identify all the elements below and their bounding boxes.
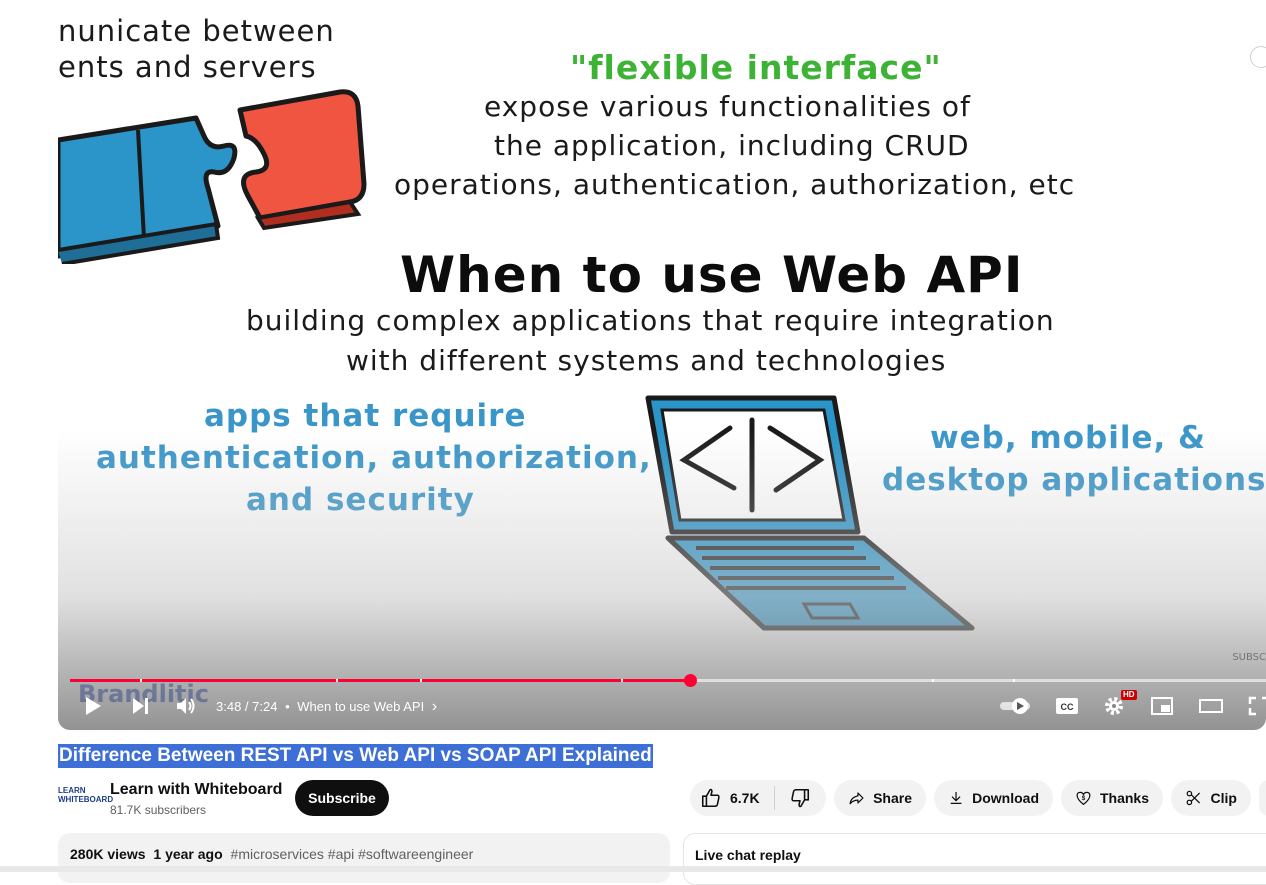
play-icon (86, 697, 101, 715)
channel-avatar[interactable]: LEARN WHITEBOARD (58, 786, 114, 808)
more-actions-button[interactable] (1259, 780, 1266, 816)
frame-blue-left-1: apps that require (204, 398, 527, 434)
video-player[interactable]: nunicate between ents and servers "flexi… (58, 0, 1266, 730)
video-title: Difference Between REST API vs Web API v… (58, 744, 653, 768)
like-divider (773, 786, 775, 810)
fullscreen-button[interactable] (1248, 693, 1266, 719)
view-count: 280K views (70, 846, 146, 862)
share-icon (849, 792, 864, 805)
progress-bar[interactable] (70, 674, 1266, 687)
thumbs-up-icon (701, 788, 720, 808)
settings-button[interactable] (1102, 693, 1126, 719)
frame-line-3: operations, authentication, authorizatio… (394, 168, 1076, 201)
live-chat-replay-label: Live chat replay (695, 847, 801, 863)
like-button[interactable]: 6.7K (700, 787, 760, 809)
chapter-separator: • (285, 699, 290, 714)
like-count: 6.7K (730, 790, 760, 806)
channel-logo-text-1: LEARN (58, 786, 86, 795)
download-button[interactable]: Download (934, 780, 1053, 816)
frame-when-line-1: building complex applications that requi… (246, 304, 1055, 337)
autoplay-toggle[interactable] (998, 693, 1034, 719)
subscriber-count: 81.7K subscribers (110, 803, 207, 817)
progress-bar-played (70, 679, 690, 682)
thanks-label: Thanks (1099, 790, 1149, 806)
theater-mode-icon (1199, 699, 1223, 713)
frame-green-heading: "flexible interface" (570, 48, 942, 87)
dislike-button[interactable] (789, 787, 811, 809)
frame-line-2: the application, including CRUD (494, 129, 970, 162)
chapter-marker (1013, 679, 1015, 682)
fullscreen-icon (1248, 696, 1266, 716)
gear-icon (1105, 697, 1123, 715)
description-meta: 280K views 1 year ago #microservices #ap… (70, 846, 473, 862)
clip-button[interactable]: Clip (1171, 780, 1251, 816)
chapter-marker (420, 679, 422, 682)
frame-when-line-2: with different systems and technologies (346, 344, 947, 377)
live-chat-replay-panel[interactable]: Live chat replay (683, 833, 1266, 885)
autoplay-toggle-icon (1000, 698, 1030, 714)
horizontal-scrollbar[interactable] (0, 866, 1266, 872)
channel-name[interactable]: Learn with Whiteboard (110, 781, 283, 798)
svg-text:CC: CC (1061, 702, 1074, 712)
share-button[interactable]: Share (834, 780, 926, 816)
chapter-title: When to use Web API (297, 699, 425, 714)
chapter-marker (140, 679, 142, 682)
like-dislike-group: 6.7K (690, 780, 826, 816)
scissors-icon (1186, 790, 1201, 806)
frame-blue-left-3: and security (246, 482, 475, 518)
description-box[interactable]: 280K views 1 year ago #microservices #ap… (58, 833, 670, 883)
heart-dollar-icon: $ (1076, 791, 1091, 806)
captions-button[interactable]: CC (1054, 693, 1080, 719)
thanks-button[interactable]: $ Thanks (1061, 780, 1163, 816)
play-button[interactable] (80, 693, 104, 719)
miniplayer-button[interactable] (1150, 693, 1174, 719)
chapter-marker (621, 679, 623, 682)
upload-age: 1 year ago (153, 846, 223, 862)
closed-captions-icon: CC (1056, 698, 1078, 714)
frame-big-heading: When to use Web API (400, 246, 1024, 304)
frame-corner-text: SUBSC (1232, 652, 1266, 663)
theater-mode-button[interactable] (1198, 693, 1224, 719)
channel-logo-text-2: WHITEBOARD (58, 795, 114, 804)
frame-text-cut-1: nunicate between (58, 14, 335, 48)
chevron-right-icon: › (431, 698, 438, 715)
chapter-marker (932, 679, 934, 682)
download-label: Download (972, 790, 1039, 806)
frame-watermark: Brandlitic (78, 680, 209, 708)
hd-badge: HD (1121, 690, 1137, 700)
frame-line-1: expose various functionalities of (484, 90, 971, 123)
chapter-marker (336, 679, 338, 682)
volume-icon (177, 698, 195, 714)
mute-button[interactable] (174, 693, 198, 719)
laptop-code-illustration (645, 395, 975, 631)
puzzle-pieces-illustration (58, 89, 367, 264)
info-card-icon[interactable] (1250, 46, 1266, 68)
hashtags[interactable]: #microservices #api #softwareengineer (230, 846, 474, 862)
thumbs-down-icon (790, 788, 809, 808)
progress-scrubber-handle[interactable] (683, 674, 697, 687)
miniplayer-icon (1151, 697, 1173, 715)
frame-blue-left-2: authentication, authorization, (96, 440, 652, 476)
time-and-chapter[interactable]: 3:48 / 7:24 • When to use Web API › (216, 698, 437, 716)
next-icon (133, 698, 148, 714)
next-button[interactable] (128, 693, 152, 719)
subscribe-button[interactable]: Subscribe (295, 780, 389, 816)
share-label: Share (873, 790, 912, 806)
svg-text:$: $ (1082, 795, 1086, 802)
download-icon (950, 791, 962, 804)
frame-text-cut-2: ents and servers (58, 50, 317, 84)
time-display: 3:48 / 7:24 (216, 699, 278, 714)
clip-label: Clip (1210, 790, 1237, 806)
